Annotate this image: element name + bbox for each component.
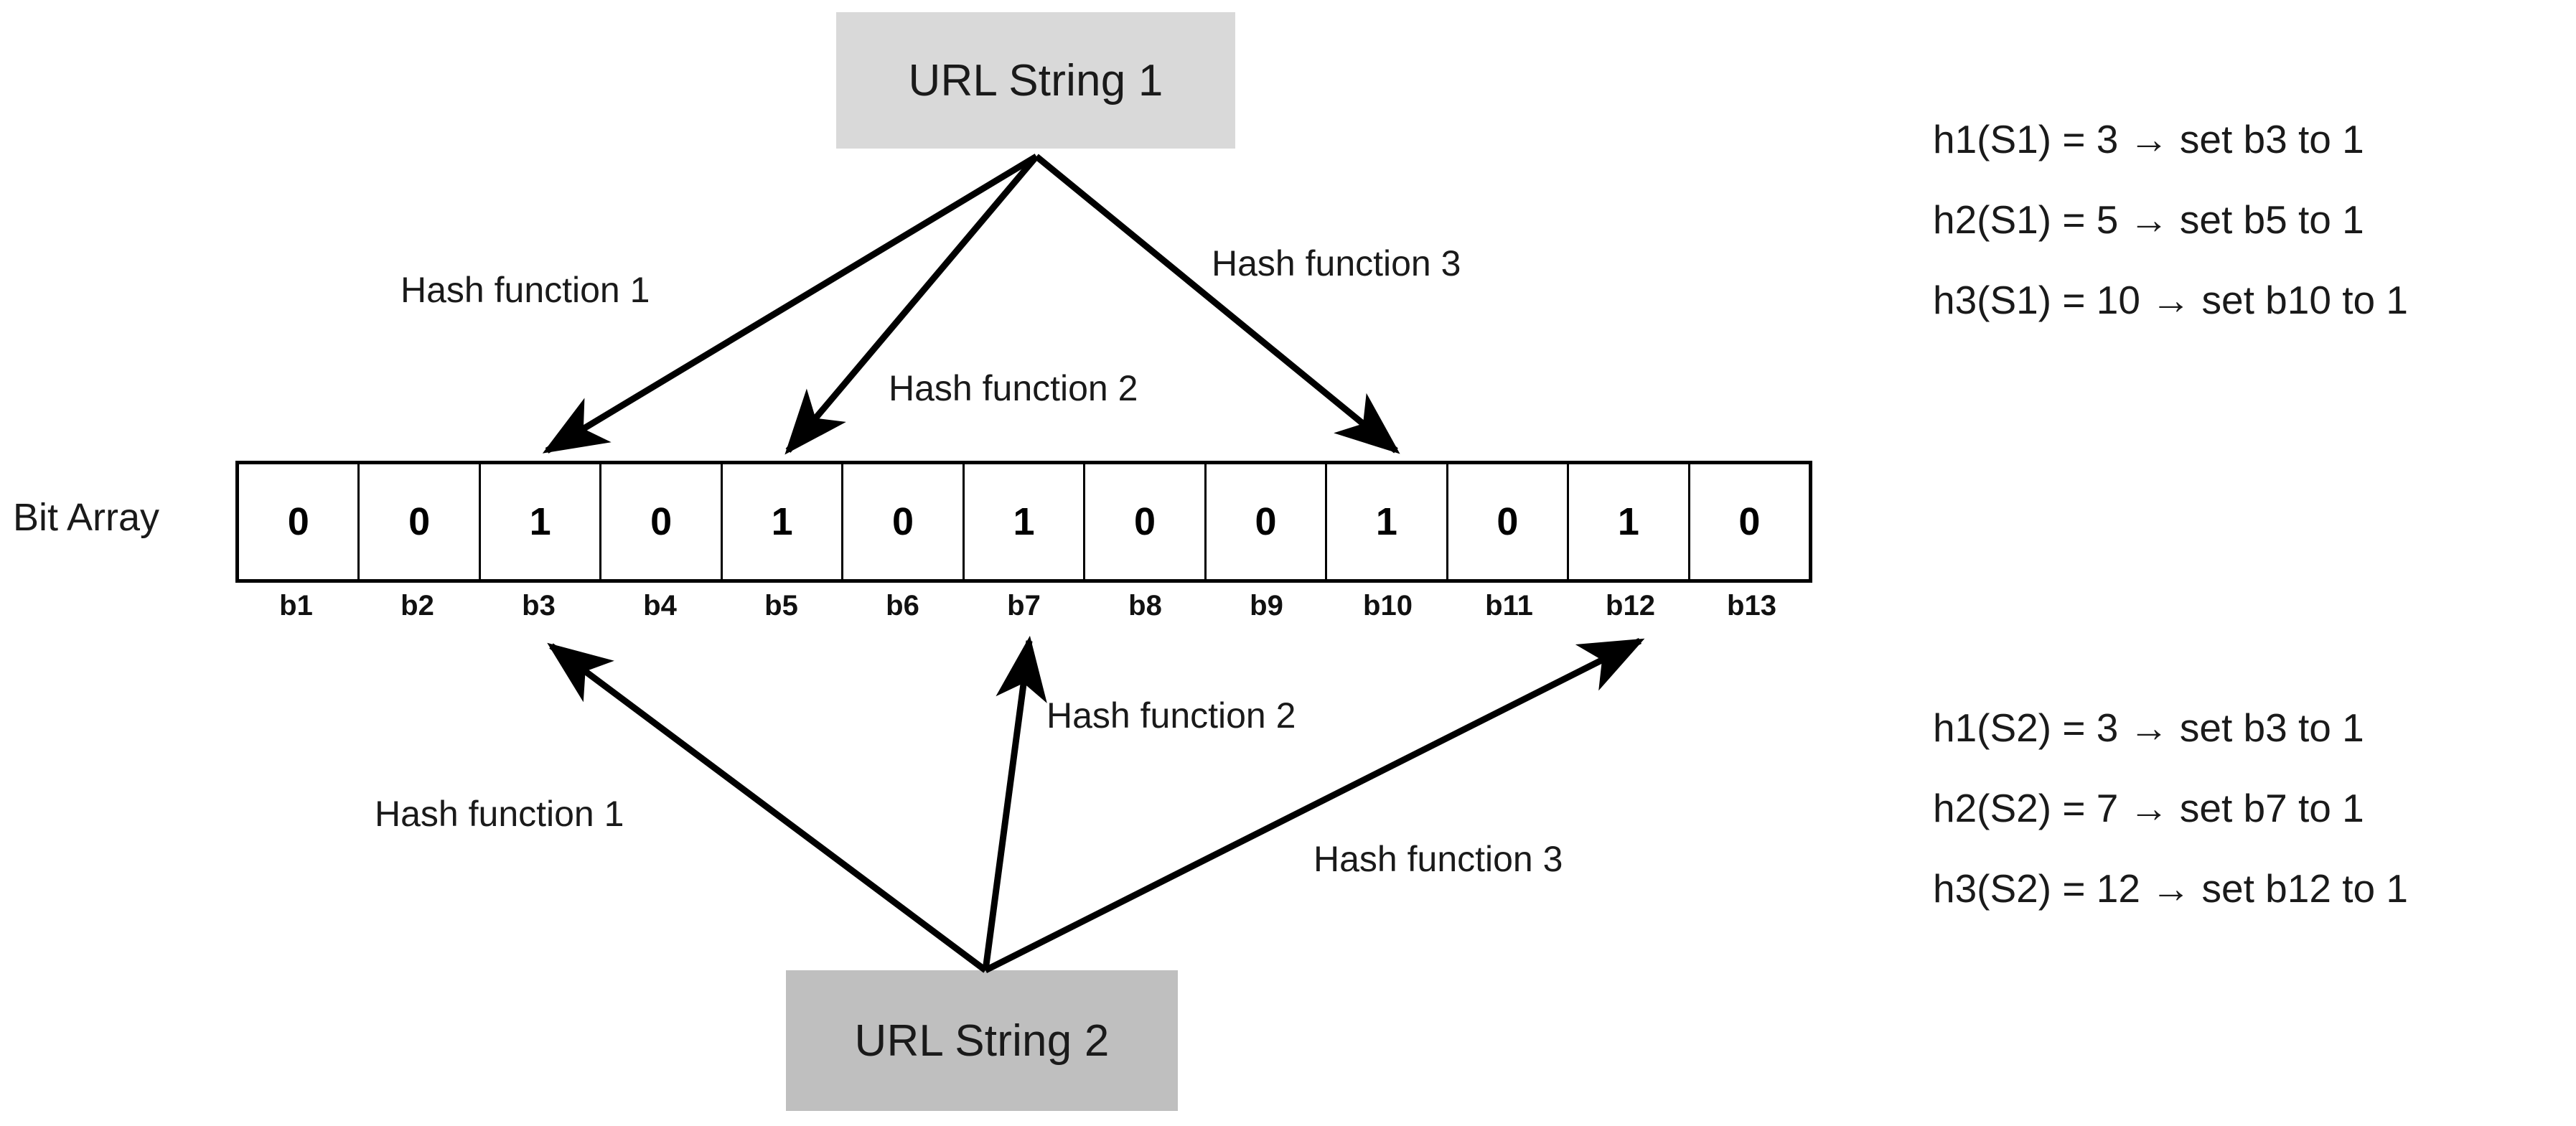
equation-h1-s1: h1(S1) = 3 → set b3 to 1	[1933, 117, 2364, 161]
bit-cell-b4: 0	[601, 464, 723, 579]
bit-index-b2: b2	[401, 590, 434, 621]
bit-index-b6: b6	[886, 590, 919, 621]
arrow-label-bottom-hash-2: Hash function 2	[1046, 695, 1296, 736]
equation-h2-s1: h2(S1) = 5 → set b5 to 1	[1933, 197, 2364, 242]
bit-cell-b3: 1	[481, 464, 602, 579]
bit-index-b9: b9	[1250, 590, 1283, 621]
bit-cell-b10: 1	[1327, 464, 1448, 579]
bit-index-b10: b10	[1363, 590, 1413, 621]
arrow-label-top-hash-1: Hash function 1	[401, 270, 650, 310]
equation-h3-s2: h3(S2) = 12 → set b12 to 1	[1933, 866, 2408, 911]
bit-cell-b12: 1	[1569, 464, 1690, 579]
equations-s2: h1(S2) = 3 → set b3 to 1 h2(S2) = 7 → se…	[1933, 705, 2408, 911]
arrow-bottom-hash3	[983, 637, 1645, 974]
url-string-2-label: URL String 2	[854, 1015, 1110, 1066]
bit-cell-b2: 0	[360, 464, 481, 579]
bit-cell-b13: 0	[1738, 500, 1761, 543]
bit-cell-b1: 0	[239, 464, 360, 579]
bit-array: 0 0 1 0 1 0 1 0 0 1 0 1 0	[235, 461, 1812, 583]
bit-cell-b5: 1	[723, 464, 844, 579]
bit-index-b3: b3	[522, 590, 556, 621]
equation-h3-s1: h3(S1) = 10 → set b10 to 1	[1933, 278, 2408, 322]
bit-index-b1: b1	[279, 590, 313, 621]
arrow-label-bottom-hash-1: Hash function 1	[375, 794, 624, 834]
equation-h1-s2: h1(S2) = 3 → set b3 to 1	[1933, 705, 2364, 750]
bit-index-b4: b4	[643, 590, 677, 621]
arrow-label-top-hash-3: Hash function 3	[1212, 243, 1461, 283]
arrow-label-bottom-hash-3: Hash function 3	[1313, 839, 1563, 879]
arrow-bottom-hash2	[982, 635, 1047, 971]
bit-index-b5: b5	[764, 590, 798, 621]
bit-index-b7: b7	[1007, 590, 1041, 621]
bit-cell-b8: 0	[1085, 464, 1207, 579]
url-string-1-node: URL String 1	[836, 12, 1235, 149]
bit-index-b8: b8	[1128, 590, 1162, 621]
equations-s1: h1(S1) = 3 → set b3 to 1 h2(S1) = 5 → se…	[1933, 116, 2408, 323]
bit-array-label: Bit Array	[13, 496, 160, 539]
arrow-label-top-hash-2: Hash function 2	[889, 368, 1138, 408]
bit-index-labels: b1 b2 b3 b4 b5 b6 b7 b8 b9 b10 b11 b12 b…	[235, 590, 1812, 622]
bit-index-b11: b11	[1485, 590, 1533, 621]
bit-index-b13: b13	[1727, 590, 1776, 621]
url-string-1-label: URL String 1	[908, 55, 1163, 105]
bit-cell-b11: 0	[1448, 464, 1570, 579]
bit-cell-b9: 0	[1207, 464, 1328, 579]
bit-index-b12: b12	[1606, 590, 1655, 621]
equation-h2-s2: h2(S2) = 7 → set b7 to 1	[1933, 786, 2364, 830]
bit-cell-b6: 0	[843, 464, 965, 579]
bit-cell-b7: 1	[965, 464, 1086, 579]
url-string-2-node: URL String 2	[786, 970, 1178, 1111]
